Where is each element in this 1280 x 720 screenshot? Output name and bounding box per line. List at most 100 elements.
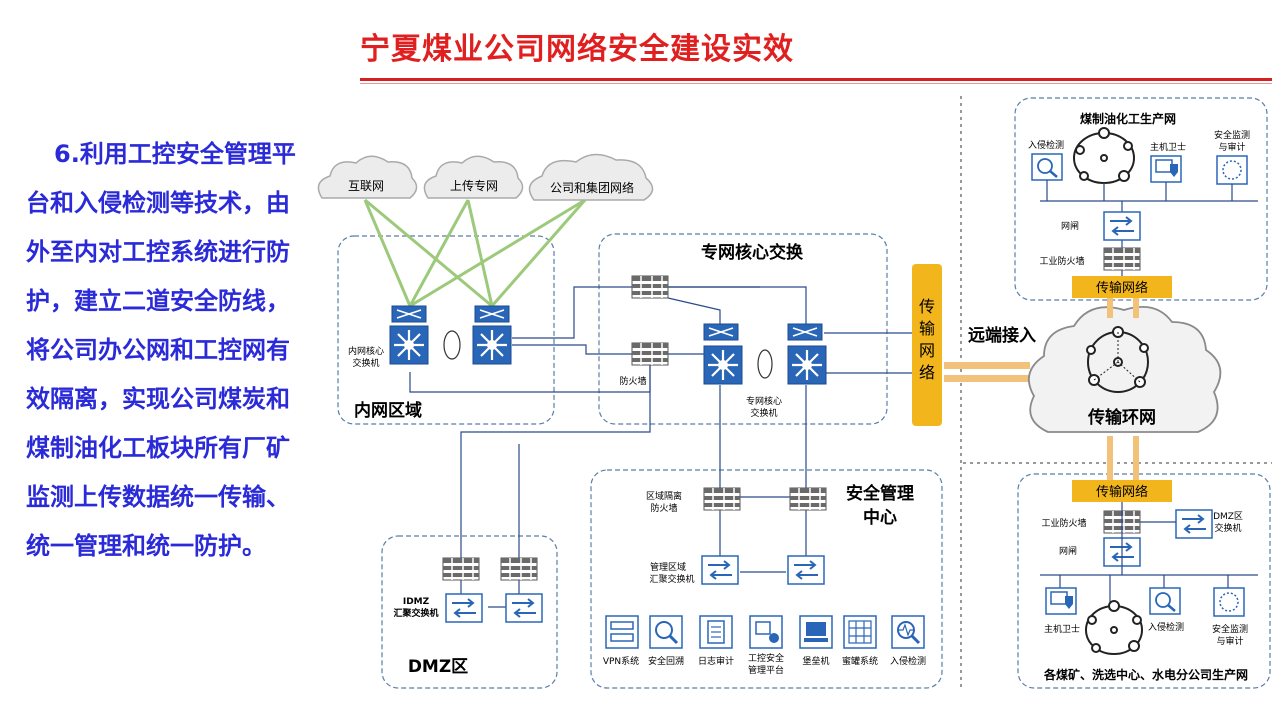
transport-bar-label: 络 <box>919 363 935 382</box>
coal-oil-intrusion-label: 入侵检测 <box>1028 139 1064 151</box>
mines-dmz-label: DMZ区 <box>1213 511 1243 522</box>
security-zone-label: 中心 <box>863 507 897 528</box>
core-access-switch <box>703 323 739 341</box>
coal-oil-zone-box <box>1014 97 1268 301</box>
dmz-zone-label: DMZ区 <box>408 657 468 677</box>
firewall-icon <box>631 342 669 366</box>
tool-label: VPN系统 <box>603 655 639 667</box>
group-cloud: 公司和集团网络 <box>528 153 654 201</box>
transport-bar-label: 网 <box>919 341 935 360</box>
mines-audit-label: 安全监测 <box>1212 623 1248 635</box>
inner-switch-label: 交换机 <box>352 357 379 369</box>
mgmt-switch-label: 管理区域 <box>650 561 686 573</box>
core-access-switch <box>787 323 823 341</box>
audit-icon <box>1216 155 1248 185</box>
mgmt-switch-label: 汇聚交换机 <box>649 573 694 585</box>
audit-icon <box>1213 587 1245 617</box>
band-link <box>1133 296 1139 318</box>
upload-cloud: 上传专网 <box>423 155 524 199</box>
idmz-label: 汇聚交换机 <box>393 607 438 619</box>
transport-bar-label: 传 <box>919 297 935 316</box>
dmz-switch-icon <box>1175 509 1213 539</box>
title-underline-thin <box>360 83 1272 84</box>
coal-oil-audit-label: 与审计 <box>1218 141 1245 153</box>
dmz-firewall-icon <box>442 557 480 581</box>
mgmt-switch-icon <box>787 555 825 585</box>
transport-band-top <box>1072 276 1172 298</box>
tool-label: 管理平台 <box>748 664 784 676</box>
core-switch-icon <box>786 344 828 386</box>
page-title: 宁夏煤业公司网络安全建设实效 <box>360 32 794 67</box>
inner-core-switch-icon <box>388 324 430 366</box>
group-label: 公司和集团网络 <box>550 180 634 195</box>
cloud-links <box>363 198 587 308</box>
core-zone-box <box>598 233 888 425</box>
core-switch-label: 专网核心 <box>746 395 782 407</box>
intrusion-icon <box>1149 587 1181 615</box>
zone-firewall-icon <box>789 487 827 511</box>
mines-intrusion-label: 入侵检测 <box>1148 621 1184 633</box>
tool-traceback: 安全回溯 <box>648 615 684 667</box>
tool-label: 工控安全 <box>748 652 784 664</box>
idmz-label: IDMZ <box>403 597 430 607</box>
transport-band-bottom <box>1072 480 1172 502</box>
remote-access-label: 远端接入 <box>968 325 1036 346</box>
coal-oil-ring <box>1073 127 1135 184</box>
inner-access-switch <box>391 305 427 323</box>
transport-bar-label: 输 <box>919 319 935 338</box>
band-link <box>1107 436 1113 480</box>
core-zone-label: 专网核心交换 <box>701 242 804 263</box>
mines-gateway-label: 网闸 <box>1059 546 1077 557</box>
coal-oil-audit-label: 安全监测 <box>1214 129 1250 141</box>
transport-band-label: 传输网络 <box>1096 484 1148 500</box>
mines-ring <box>1085 600 1143 655</box>
title-underline <box>360 78 1272 81</box>
mines-title: 各煤矿、洗选中心、水电分公司生产网 <box>1043 667 1248 682</box>
dmz-firewall-icon <box>500 557 538 581</box>
host-guard-icon <box>1045 587 1077 615</box>
remote-link <box>944 362 1030 369</box>
industrial-firewall-icon <box>1103 247 1141 271</box>
security-zone-label: 安全管理 <box>846 483 914 504</box>
tool-label: 堡垒机 <box>802 655 829 667</box>
tool-label: 日志审计 <box>698 655 734 667</box>
idmz-switch-icon <box>445 593 483 623</box>
upload-label: 上传专网 <box>450 178 498 193</box>
gateway-icon <box>1103 211 1141 241</box>
mines-fw-label: 工业防火墙 <box>1041 517 1086 529</box>
idmz-switch-icon <box>505 593 543 623</box>
coal-oil-host-label: 主机卫士 <box>1150 141 1186 153</box>
inner-access-switch <box>474 305 510 323</box>
tool-vpn: VPN系统 <box>603 615 639 667</box>
zone-firewall-icon <box>703 487 741 511</box>
transport-ring-cloud: 传输环网 <box>1027 306 1222 433</box>
tool-honeypot: 蜜罐系统 <box>842 615 878 667</box>
transport-ring-label: 传输环网 <box>1087 407 1156 428</box>
firewall-icon <box>631 275 669 299</box>
tool-label: 蜜罐系统 <box>842 655 878 667</box>
connection-lines <box>409 286 912 608</box>
mgmt-switch-icon <box>701 555 739 585</box>
mines-dmz-label: 交换机 <box>1214 522 1241 534</box>
zone-firewall-label: 区域隔离 <box>646 490 682 502</box>
security-zone-box <box>590 469 943 689</box>
transport-band-label: 传输网络 <box>1096 280 1148 296</box>
mines-audit-label: 与审计 <box>1216 635 1243 647</box>
internet-label: 互联网 <box>348 179 384 193</box>
inner-zone-label: 内网区域 <box>354 400 422 421</box>
internet-cloud: 互联网 <box>317 155 418 199</box>
link-aggregation-icon <box>443 330 461 360</box>
tool-intrusion: 入侵检测 <box>890 615 926 667</box>
tool-label: 入侵检测 <box>890 655 926 667</box>
mines-zone-box <box>1017 473 1271 689</box>
tool-bastion: 堡垒机 <box>799 615 833 667</box>
coal-oil-gateway-label: 网闸 <box>1061 221 1079 232</box>
mines-host-label: 主机卫士 <box>1044 623 1080 635</box>
coal-oil-title: 煤制油化工生产网 <box>1080 111 1176 126</box>
remote-link <box>944 375 1030 382</box>
band-link <box>1133 436 1139 480</box>
dmz-zone-box <box>381 535 558 689</box>
intrusion-icon <box>1031 153 1063 181</box>
coal-oil-fw-label: 工业防火墙 <box>1039 255 1084 267</box>
